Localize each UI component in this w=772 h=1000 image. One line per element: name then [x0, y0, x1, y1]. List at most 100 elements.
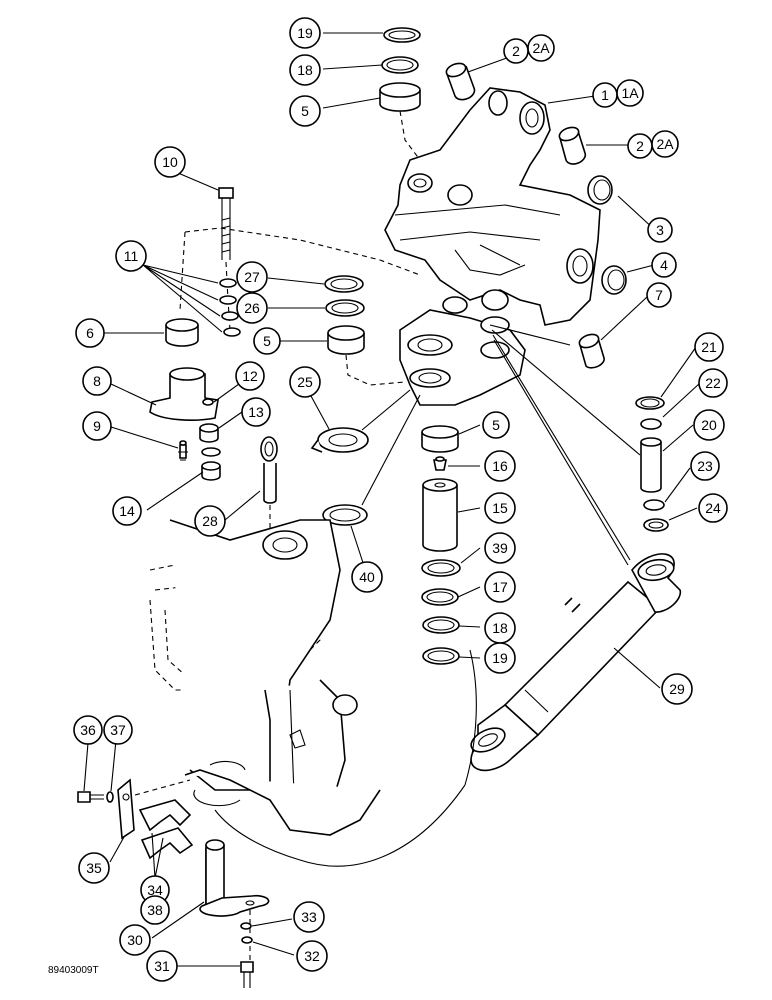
callout-label: 23 [697, 458, 713, 474]
callout-label: 14 [119, 503, 135, 519]
callout-label: 33 [301, 909, 317, 925]
callout-label: 2 [512, 43, 520, 59]
callout-5-lower: 5 [482, 411, 510, 439]
callout-label: 19 [492, 650, 508, 666]
swing-cylinder [470, 553, 682, 772]
callout-16: 16 [484, 450, 516, 482]
callout-5-top: 5 [289, 95, 321, 127]
callout-label: 2 [636, 138, 644, 154]
callout-6: 6 [75, 318, 105, 348]
lower-bushing [558, 126, 587, 165]
callout-label: 2A [532, 40, 550, 56]
callout-13: 13 [241, 397, 271, 427]
callout-label: 2A [656, 136, 674, 152]
callout-1: 1 [592, 82, 618, 108]
bolt-31 [240, 961, 254, 988]
middle-bushing [327, 325, 365, 355]
callout-label: 36 [80, 722, 96, 738]
callout-7: 7 [646, 282, 672, 308]
callout-26: 26 [236, 292, 268, 324]
ring-18-lower [422, 616, 460, 634]
callout-label: 21 [701, 339, 717, 355]
drawing-reference-code: 89403009T [48, 965, 99, 976]
plug-3 [587, 175, 613, 205]
callout-label: 34 [147, 882, 163, 898]
callout-label: 31 [154, 958, 170, 974]
callout-label: 28 [202, 513, 218, 529]
callout-label: 22 [705, 375, 721, 391]
callout-35: 35 [78, 852, 110, 884]
callout-label: 35 [86, 860, 102, 876]
callout-label: 37 [110, 722, 126, 738]
callout-label: 1A [621, 85, 639, 101]
callout-label: 26 [244, 300, 260, 316]
callout-18-lower: 18 [484, 612, 516, 644]
top-bushing [379, 82, 421, 112]
callout-31: 31 [146, 950, 178, 982]
washer-37 [106, 791, 114, 803]
callout-9: 9 [82, 411, 112, 441]
callout-36: 36 [73, 715, 103, 745]
callout-label: 10 [162, 154, 178, 170]
callout-39: 39 [484, 532, 516, 564]
callout-label: 27 [244, 269, 260, 285]
callout-23: 23 [690, 451, 720, 481]
callout-label: 4 [660, 257, 668, 273]
callout-37: 37 [103, 715, 133, 745]
callout-24: 24 [698, 493, 728, 523]
leader-lines [83, 32, 701, 967]
callout-label: 30 [127, 932, 143, 948]
callout-label: 5 [492, 417, 500, 433]
top-retaining-ring [383, 27, 421, 43]
shims-34-38 [138, 799, 194, 860]
callout-label: 3 [656, 222, 664, 238]
washer-33 [240, 922, 252, 930]
ring-24 [643, 518, 669, 532]
part-drawings [77, 27, 682, 988]
ring-27 [324, 275, 364, 293]
upper-bushing [445, 62, 476, 101]
callout-30: 30 [119, 924, 151, 956]
callout-2-upper: 2 [503, 38, 529, 64]
bushing-6 [165, 318, 199, 347]
callout-5-middle: 5 [253, 327, 281, 355]
callout-1A: 1A [616, 79, 644, 107]
callout-label: 17 [492, 579, 508, 595]
ring-26 [325, 299, 365, 317]
callout-label: 18 [492, 620, 508, 636]
callout-label: 16 [492, 458, 508, 474]
callout-label: 29 [669, 681, 685, 697]
ring-21 [635, 396, 665, 410]
callout-20: 20 [693, 409, 725, 441]
callout-11: 11 [115, 240, 147, 272]
washer-32 [241, 936, 253, 944]
retainer-plate-35 [117, 778, 135, 840]
grease-fitting-9 [178, 440, 188, 461]
bolt-10 [218, 187, 234, 260]
callout-2-lower: 2 [627, 133, 653, 159]
bolt-36 [77, 791, 104, 803]
nut-12 [199, 423, 219, 443]
callout-15: 15 [484, 492, 516, 524]
callout-3: 3 [647, 217, 673, 243]
callout-label: 8 [93, 373, 101, 389]
top-seal-ring [381, 56, 419, 74]
callout-22: 22 [698, 368, 728, 398]
callout-label: 13 [248, 404, 264, 420]
callout-14: 14 [112, 496, 142, 526]
callout-label: 25 [297, 374, 313, 390]
callout-label: 39 [492, 540, 508, 556]
callout-27: 27 [236, 261, 268, 293]
lower-hinge-block [399, 309, 526, 406]
shim-25 [310, 427, 369, 453]
callout-label: 32 [304, 948, 320, 964]
callout-40: 40 [351, 561, 383, 593]
callout-label: 38 [147, 902, 163, 918]
callout-label: 40 [359, 569, 375, 585]
callout-8: 8 [82, 366, 112, 396]
pin-15 [422, 478, 458, 552]
callout-17: 17 [484, 571, 516, 603]
callout-label: 19 [297, 25, 313, 41]
callout-label: 9 [93, 418, 101, 434]
nut-14 [201, 461, 221, 481]
